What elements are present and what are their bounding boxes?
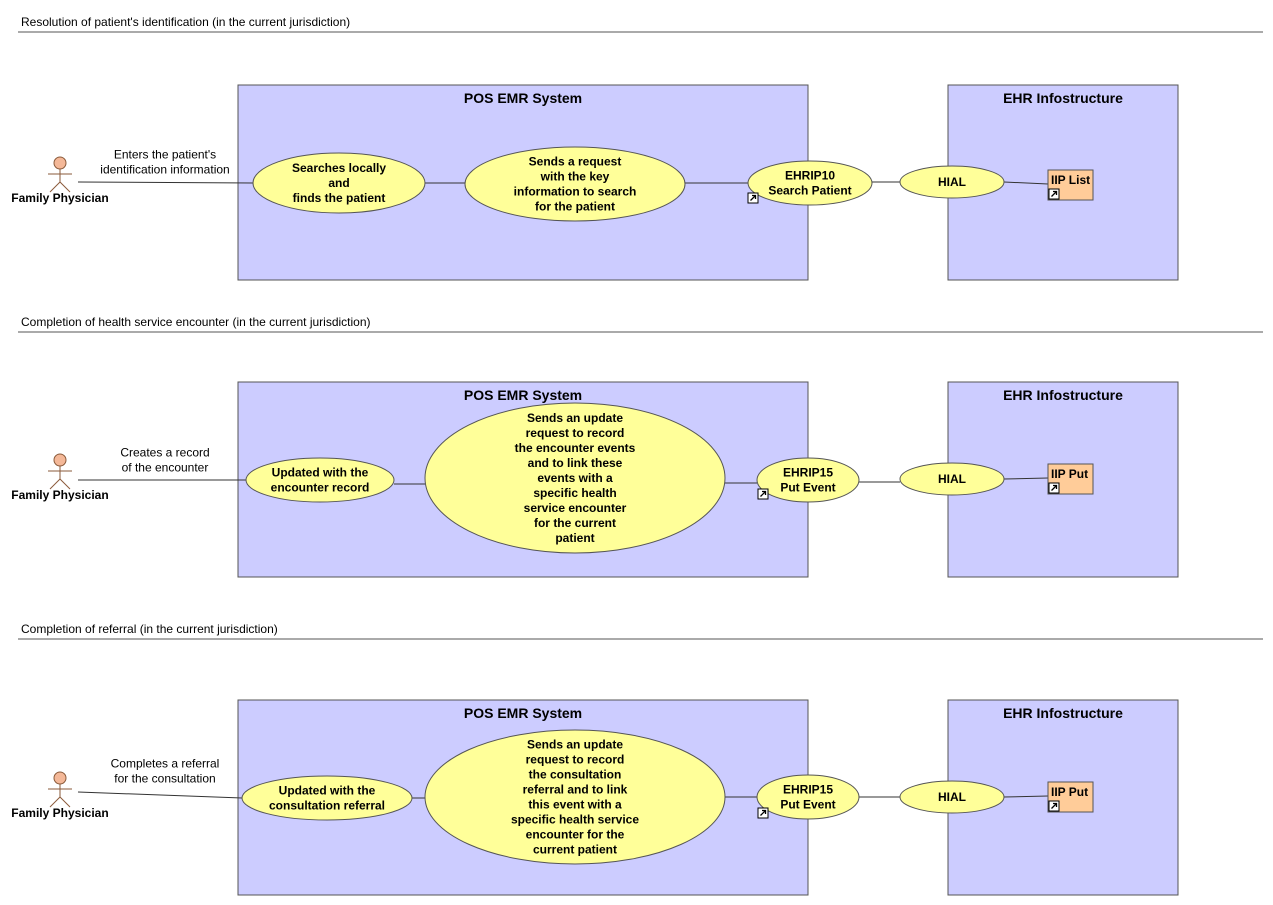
diagram-section: Resolution of patient's identification (… <box>11 15 1263 281</box>
link-icon[interactable] <box>1048 188 1060 200</box>
association-line <box>77 181 254 184</box>
link-icon[interactable] <box>757 488 769 500</box>
link-icon[interactable] <box>747 192 759 204</box>
link-icon[interactable] <box>1048 800 1060 812</box>
system-title: POS EMR System <box>464 387 582 403</box>
component-label: IIP Put <box>1051 785 1088 799</box>
actor-family-physician[interactable]: Family Physician <box>11 453 109 502</box>
use-case-label: HIAL <box>938 472 966 486</box>
system-title: EHR Infostructure <box>1003 387 1123 403</box>
actor-family-physician[interactable]: Family Physician <box>11 156 109 205</box>
system-title: EHR Infostructure <box>1003 705 1123 721</box>
actor-label: Family Physician <box>11 488 108 502</box>
use-case-label: HIAL <box>938 790 966 804</box>
system-title: POS EMR System <box>464 705 582 721</box>
actor-label: Family Physician <box>11 191 108 205</box>
use-case-hial[interactable]: HIAL <box>899 780 1005 814</box>
association-line <box>1003 477 1049 480</box>
section-title: Completion of referral (in the current j… <box>21 622 278 636</box>
component-label: IIP Put <box>1051 467 1088 481</box>
component-iip[interactable]: IIP Put <box>1047 463 1094 495</box>
link-icon[interactable] <box>1048 482 1060 494</box>
use-case-label: HIAL <box>938 175 966 189</box>
section-title: Completion of health service encounter (… <box>21 315 371 329</box>
diagram-section: Completion of referral (in the current j… <box>11 622 1263 896</box>
component-label: IIP List <box>1051 173 1090 187</box>
component-iip[interactable]: IIP Put <box>1047 781 1094 813</box>
actor-label: Family Physician <box>11 806 108 820</box>
association-line <box>1003 181 1049 185</box>
association-line <box>1003 795 1049 798</box>
association-line <box>77 791 243 799</box>
use-case-hial[interactable]: HIAL <box>899 462 1005 496</box>
system-title: EHR Infostructure <box>1003 90 1123 106</box>
use-case-hial[interactable]: HIAL <box>899 165 1005 199</box>
diagram-section: Completion of health service encounter (… <box>11 315 1263 578</box>
section-title: Resolution of patient's identification (… <box>21 15 350 29</box>
component-iip[interactable]: IIP List <box>1047 169 1094 201</box>
link-icon[interactable] <box>757 807 769 819</box>
system-title: POS EMR System <box>464 90 582 106</box>
actor-family-physician[interactable]: Family Physician <box>11 771 109 820</box>
